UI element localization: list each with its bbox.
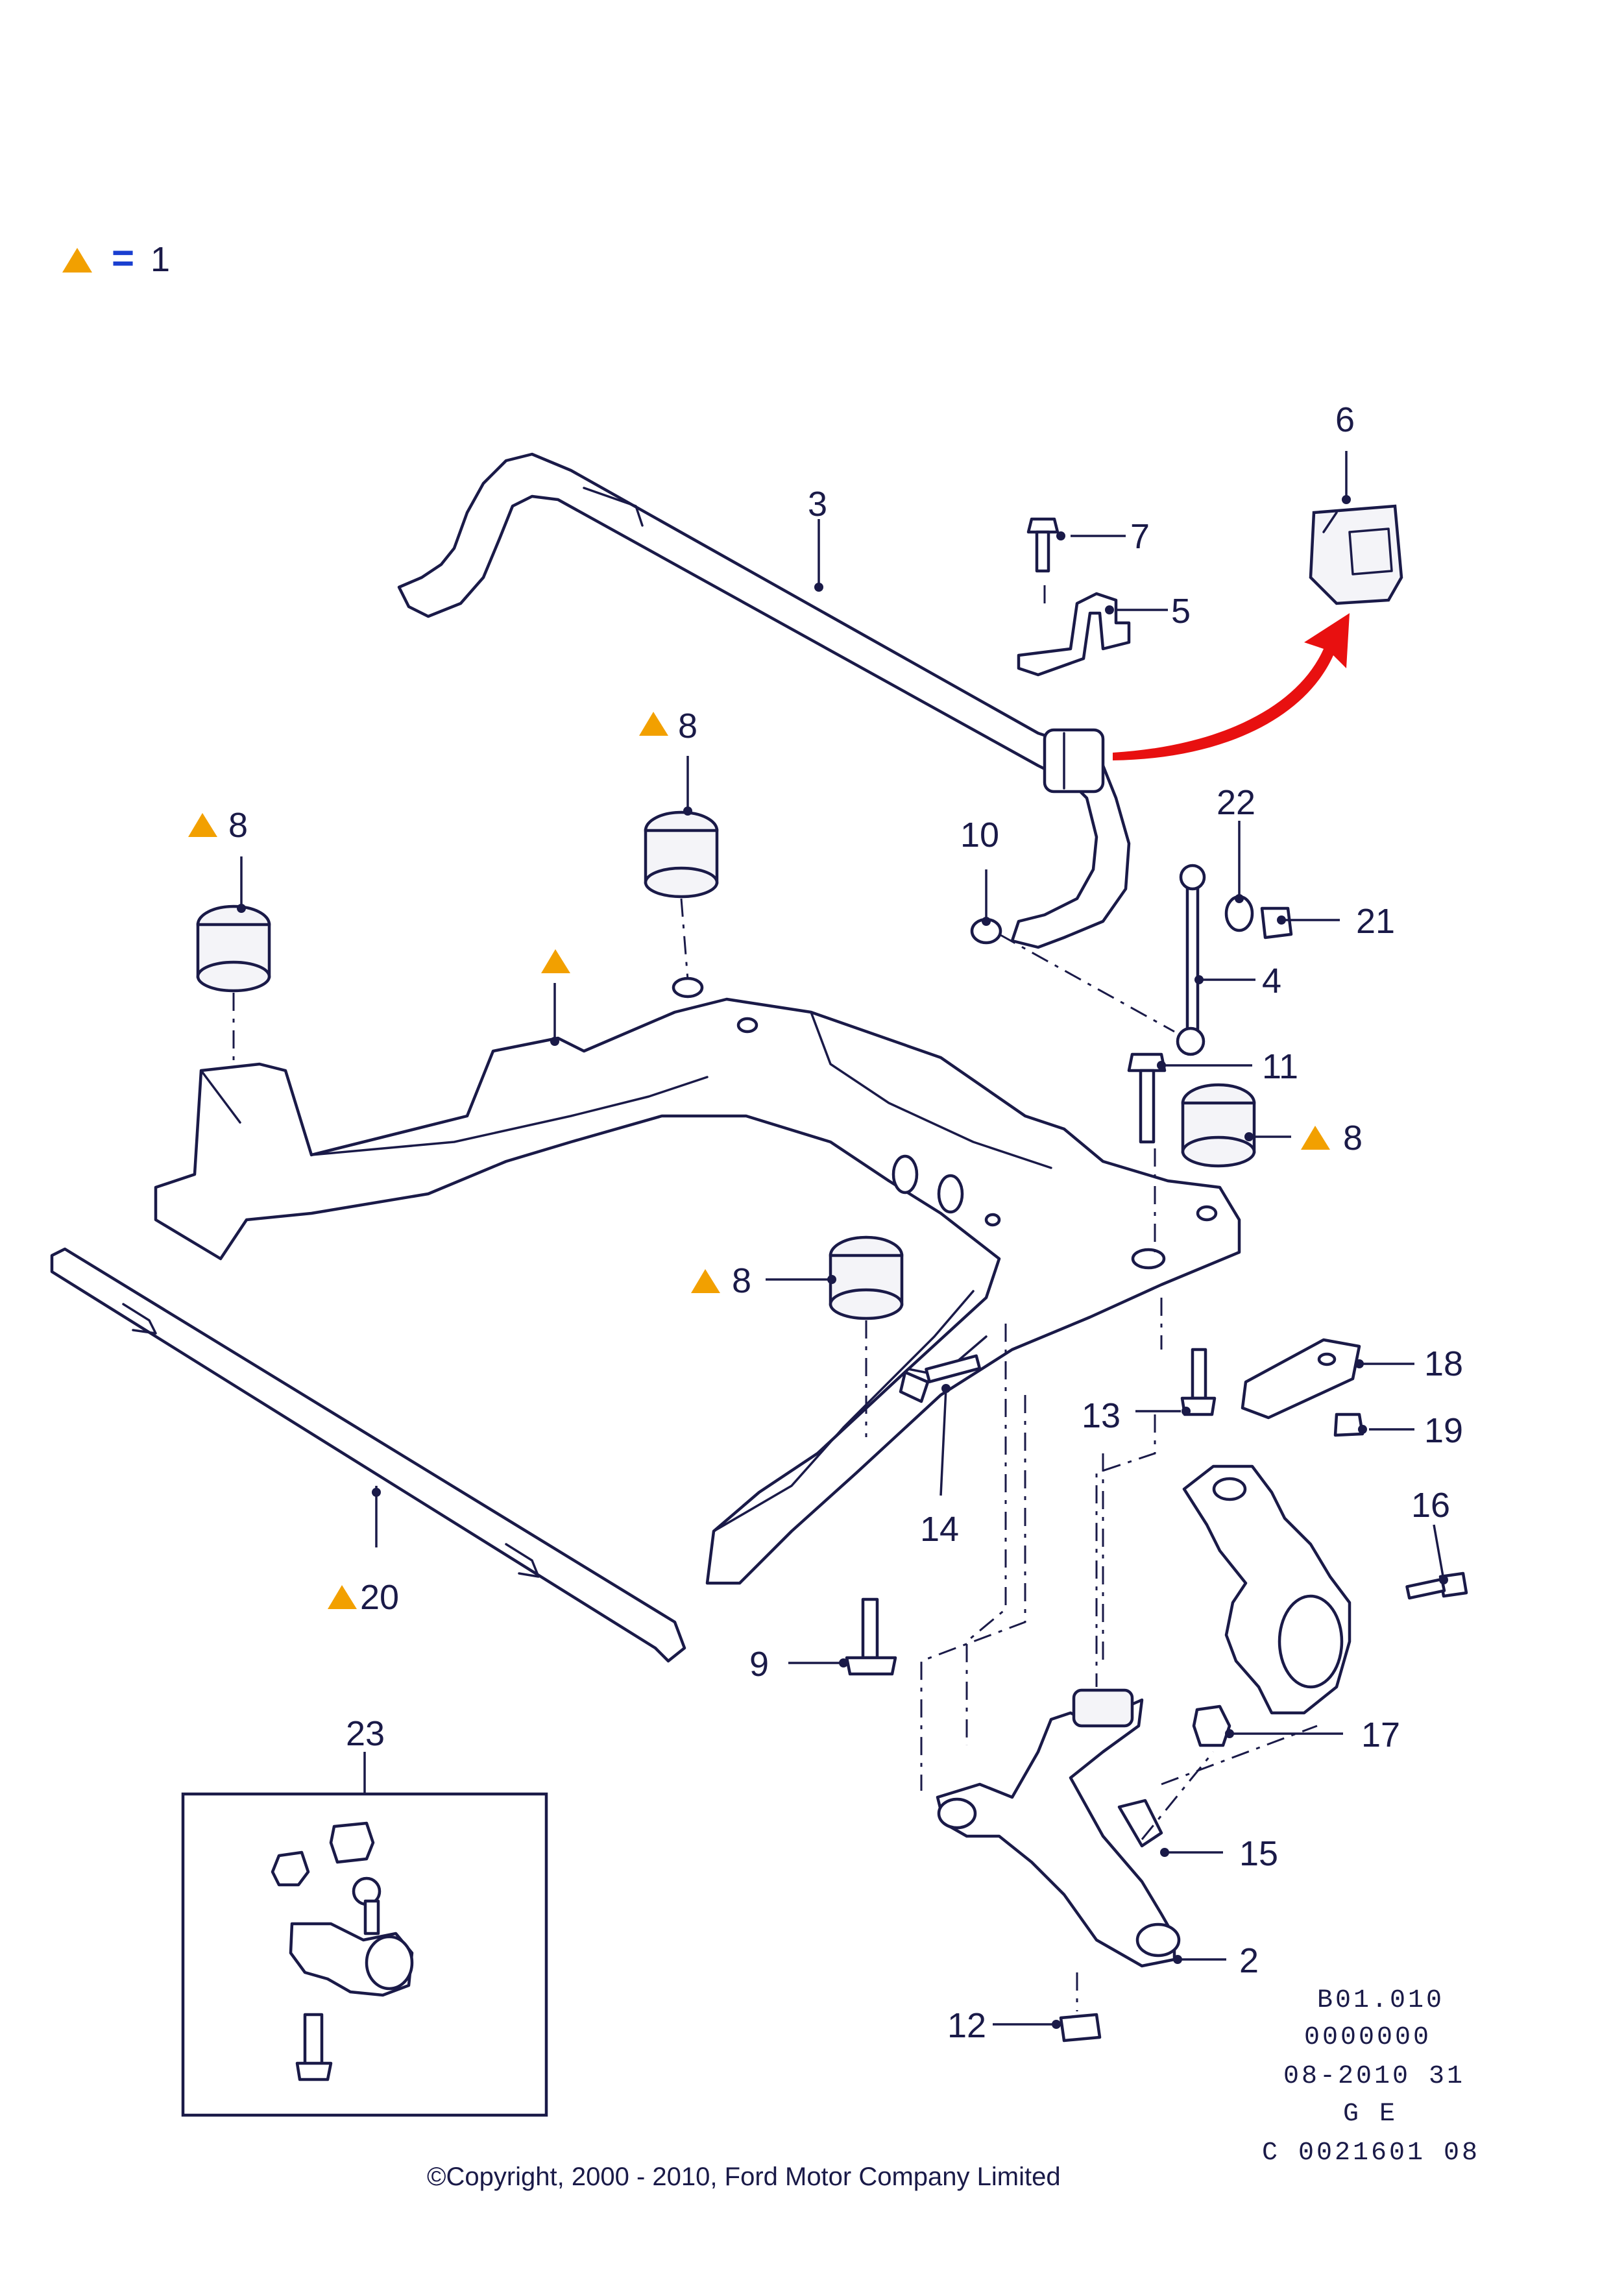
- legend: = 1: [62, 236, 170, 280]
- pinch-bolt-15: [1117, 1799, 1163, 1848]
- stabilizer-link-4: [1176, 864, 1206, 1056]
- bolt-11: [1127, 1052, 1167, 1144]
- mount-bushing-top: [644, 810, 719, 899]
- assembly-lines: [232, 581, 1318, 2011]
- reference-line-4: G E: [1343, 2100, 1398, 2129]
- bolt-7: [1026, 517, 1060, 573]
- callout-2: 2: [1239, 1941, 1259, 1980]
- callout-12: 12: [947, 2006, 986, 2045]
- bolt-14: [899, 1354, 982, 1403]
- callout-13: 13: [1082, 1396, 1121, 1435]
- steering-knuckle: [1182, 1464, 1351, 1715]
- mount-bushing-left: [196, 904, 271, 993]
- warning-triangle-icon: [62, 248, 92, 273]
- warning-triangle-icon: [1301, 1126, 1330, 1150]
- nut-17: [1192, 1704, 1231, 1747]
- bolt-13: [1180, 1348, 1217, 1416]
- callout-20: 20: [360, 1578, 399, 1617]
- reference-line-2: 0000000: [1304, 2023, 1431, 2052]
- legend-value: 1: [151, 240, 170, 279]
- callout-8-right: 8: [1343, 1119, 1363, 1158]
- callout-11: 11: [1262, 1047, 1298, 1086]
- callout-6: 6: [1335, 400, 1355, 439]
- callout-8-left: 8: [228, 806, 248, 845]
- reference-line-1: B01.010: [1317, 1986, 1444, 2015]
- reference-line-5: C 0021601 08: [1262, 2139, 1480, 2168]
- copyright-notice: ©Copyright, 2000 - 2010, Ford Motor Comp…: [427, 2163, 1061, 2191]
- callout-19: 19: [1424, 1411, 1463, 1450]
- warning-triangle-icon: [188, 813, 217, 837]
- stabilizer-bar: [397, 452, 1131, 949]
- callout-18: 18: [1424, 1344, 1463, 1383]
- callout-7: 7: [1130, 517, 1150, 556]
- warning-triangle-icon: [541, 949, 570, 973]
- callout-22: 22: [1217, 783, 1255, 822]
- callout-8-center: 8: [732, 1261, 751, 1300]
- callout-4: 4: [1262, 962, 1281, 1000]
- callout-14: 14: [920, 1510, 959, 1549]
- callout-numbers: 3 6 7 5 8 8 10 22 21 4 11 8 8 18 13 19 1…: [228, 400, 1463, 2045]
- bolt-16: [1405, 1571, 1468, 1600]
- callout-17: 17: [1361, 1715, 1400, 1754]
- reinforcement-rail-20: [50, 1247, 686, 1663]
- legend-equals: =: [112, 236, 134, 280]
- warning-triangle-icon: [328, 1585, 357, 1609]
- callout-8-top: 8: [678, 707, 697, 745]
- callout-23: 23: [346, 1714, 385, 1753]
- callout-leaders: [237, 451, 1448, 2029]
- reference-code: B01.010 0000000 08-2010 31 G E C 0021601…: [1262, 1986, 1480, 2168]
- arrow-icon: [1113, 613, 1350, 760]
- callout-9: 9: [749, 1645, 769, 1684]
- warning-triangle-icon: [639, 712, 668, 736]
- callout-15: 15: [1239, 1834, 1278, 1873]
- callout-21: 21: [1356, 902, 1395, 941]
- mount-bushing-center: [829, 1235, 904, 1320]
- bolt-9: [845, 1597, 897, 1676]
- callout-3: 3: [808, 485, 827, 524]
- ball-joint-kit-box: [181, 1792, 548, 2117]
- callout-10: 10: [960, 816, 999, 855]
- callout-5: 5: [1171, 592, 1191, 631]
- clamp-bracket-5: [1017, 592, 1131, 677]
- warning-markers: [188, 712, 1330, 1609]
- bushing-part-6: [1309, 504, 1403, 605]
- nut-21: [1260, 906, 1293, 939]
- bolt-19: [1333, 1412, 1364, 1437]
- mount-bushing-right: [1181, 1083, 1256, 1168]
- nut-12: [1059, 2013, 1102, 2043]
- front-subframe: [154, 976, 1241, 1585]
- warning-triangle-icon: [691, 1269, 720, 1293]
- lower-control-arm-2: [936, 1688, 1181, 1968]
- callout-16: 16: [1411, 1486, 1450, 1525]
- reference-line-3: 08-2010 31: [1283, 2062, 1465, 2091]
- shield-plate-18: [1241, 1338, 1361, 1420]
